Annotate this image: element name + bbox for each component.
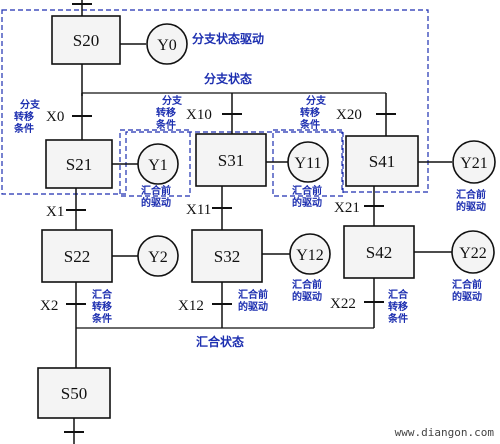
step-s20 [51,15,121,65]
output-y1-label: Y1 [148,157,168,174]
note-branch-state: 分支状态 [204,71,252,86]
note-merge-transfer-1: 汇合 转移 条件 [91,288,115,325]
cond-x0: X0 [46,109,64,125]
note-pre-merge-drive-1: 汇合前 的驱动 [141,184,174,209]
note-pre-merge-drive-5: 汇合前 的驱动 [292,278,325,303]
cond-x12: X12 [178,298,204,314]
cond-x22: X22 [330,296,356,312]
step-s22 [41,229,113,283]
pre-merge-drive-region-1 [119,129,191,197]
step-s31-label: S31 [218,151,244,170]
step-s22-label: S22 [64,247,90,266]
step-s20-label: S20 [73,31,99,50]
note-branch-transfer-3: 分支 转移 条件 [299,94,329,131]
note-pre-merge-drive-6: 汇合前 的驱动 [452,278,485,303]
note-pre-merge-drive-3: 汇合前 的驱动 [456,188,489,213]
cond-x21: X21 [334,200,360,216]
cond-x10: X10 [186,107,212,123]
note-pre-merge-drive-4: 汇合前 的驱动 [238,288,271,313]
output-y0-label: Y0 [157,37,177,54]
note-branch-transfer-2: 分支 转移 条件 [155,94,185,131]
pre-merge-drive-region-2 [272,129,344,197]
step-s42 [343,225,415,279]
note-branch-transfer-1: 分支 转移 条件 [13,98,43,135]
output-y11 [287,141,329,183]
cond-x20: X20 [336,107,362,123]
step-s50-label: S50 [61,384,87,403]
cond-x11: X11 [186,202,211,218]
step-s32 [191,229,263,283]
note-merge-state: 汇合状态 [196,334,244,349]
step-s42-label: S42 [366,243,392,262]
output-y21 [452,140,496,184]
step-s21-label: S21 [66,155,92,174]
step-s32-label: S32 [214,247,240,266]
cond-x1: X1 [46,204,64,220]
output-y2 [137,235,179,277]
output-y1 [137,143,179,185]
step-s41 [345,135,419,187]
output-y12-label: Y12 [296,247,324,264]
step-s31 [195,133,267,187]
watermark: www.diangon.com [395,426,495,439]
branch-drive-region [1,9,429,195]
note-pre-merge-drive-2: 汇合前 的驱动 [292,184,325,209]
output-y22-label: Y22 [459,245,487,262]
output-y21-label: Y21 [460,155,488,172]
cond-x2: X2 [40,298,58,314]
step-s41-label: S41 [369,152,395,171]
output-y22 [451,230,495,274]
output-y12 [289,233,331,275]
output-y11-label: Y11 [295,155,322,172]
note-merge-transfer-2: 汇合 转移 条件 [387,288,411,325]
output-y0 [146,23,188,65]
output-y2-label: Y2 [148,249,168,266]
step-s21 [45,139,113,189]
note-branch-state-drive: 分支状态驱动 [192,31,264,46]
